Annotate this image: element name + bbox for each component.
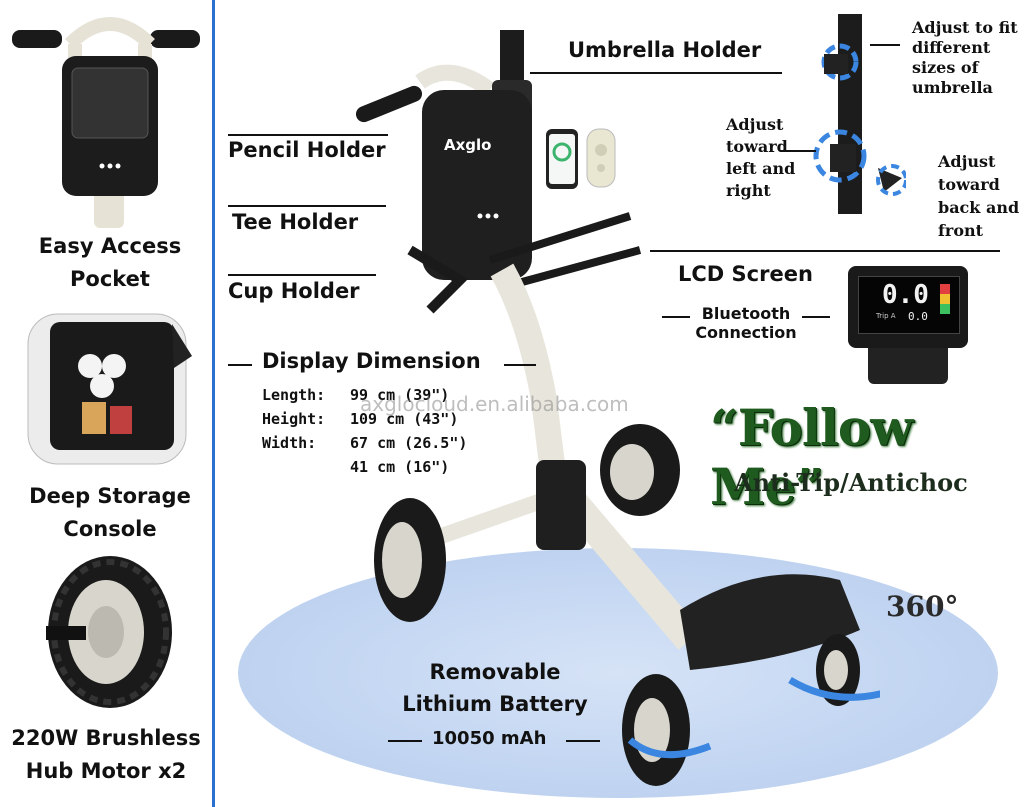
dimension-width-value: 67 cm (26.5") xyxy=(350,434,468,452)
remote-control-image xyxy=(586,128,616,188)
bluetooth-label: Bluetooth Connection xyxy=(695,304,797,342)
hub-motor-title: 220W Brushless Hub Motor x2 xyxy=(11,726,201,783)
easy-access-title: Easy Access Pocket xyxy=(38,234,182,291)
panel-divider xyxy=(212,0,215,807)
tee-holder-rule xyxy=(228,205,386,207)
umbrella-back-front-note: Adjust toward back and front xyxy=(938,152,1020,240)
lcd-device: 0.0 0.0 Trip A xyxy=(848,266,968,384)
umbrella-holder-label: Umbrella Holder xyxy=(568,38,762,62)
floor-ellipse xyxy=(238,548,998,798)
phone-app-image xyxy=(546,129,578,189)
dimension-length-value: 99 cm (39") xyxy=(350,386,450,404)
watermark: axglocloud.en.alibaba.com xyxy=(360,392,629,416)
umbrella-adjust-image xyxy=(813,14,906,214)
dimension-width-alt-value: 41 cm (16") xyxy=(350,458,450,476)
svg-text:Axglo: Axglo xyxy=(444,136,491,154)
battery-line2: Lithium Battery xyxy=(402,692,588,716)
anti-tip-label: Anti-Tip/Antichoc xyxy=(734,468,968,497)
hub-motor-wheel-image xyxy=(46,556,172,708)
deep-storage-console-image xyxy=(27,313,192,465)
easy-access-pocket-image xyxy=(12,17,200,228)
lcd-screen-label: LCD Screen xyxy=(678,262,813,286)
dimension-height-value: 109 cm (43") xyxy=(350,410,459,428)
battery-line1: Removable xyxy=(429,660,561,684)
cup-holder-label: Cup Holder xyxy=(228,279,360,303)
deep-storage-title: Deep Storage Console xyxy=(29,484,191,541)
follow-me-title: “Follow Me” xyxy=(710,398,913,516)
bluetooth-rule-left xyxy=(662,316,690,318)
umbrella-holder-rule xyxy=(530,72,782,74)
dimension-width-label: Width: xyxy=(262,434,317,452)
cup-holder-rule xyxy=(228,274,376,276)
lcd-battery-icon xyxy=(940,284,950,314)
display-dimension-rule-left xyxy=(228,364,252,366)
pencil-holder-label: Pencil Holder xyxy=(228,138,386,162)
umbrella-left-right-rule xyxy=(780,150,816,152)
lcd-section-rule xyxy=(650,250,1000,252)
battery-rule-right xyxy=(566,740,600,742)
display-dimension-label: Display Dimension xyxy=(262,349,481,373)
dimension-length-label: Length: xyxy=(262,386,326,404)
bluetooth-rule-right xyxy=(802,316,830,318)
pencil-holder-rule xyxy=(228,134,388,136)
umbrella-fit-note: Adjust to fit different sizes of umbrell… xyxy=(912,18,1018,97)
tee-holder-label: Tee Holder xyxy=(232,210,359,234)
rotation-label: 360° xyxy=(886,590,959,623)
battery-rule-left xyxy=(388,740,422,742)
lcd-trip-readout: 0.0 xyxy=(908,310,928,323)
battery-capacity: 10050 mAh xyxy=(432,728,547,749)
golf-cart-image: Axglo xyxy=(355,30,880,786)
lcd-speed-readout: 0.0 xyxy=(882,280,929,310)
display-dimension-rule-right xyxy=(504,364,536,366)
dimension-height-label: Height: xyxy=(262,410,326,428)
umbrella-left-right-note: Adjust toward left and right xyxy=(726,115,796,200)
lcd-mode-label: Trip A xyxy=(876,312,896,320)
umbrella-fit-rule xyxy=(870,44,900,46)
